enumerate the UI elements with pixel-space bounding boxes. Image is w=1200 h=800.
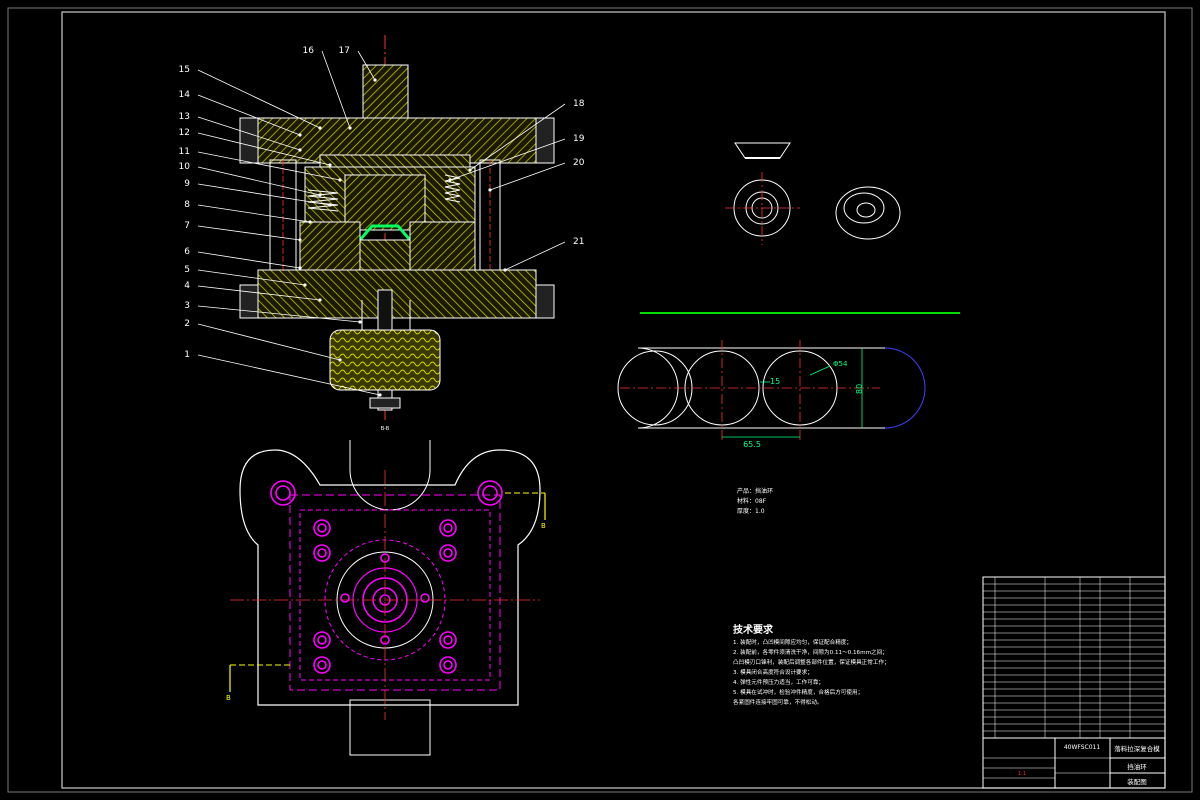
part-number-label: 8	[184, 200, 190, 210]
section-view-label: B-B	[381, 426, 390, 432]
tech-req-line: 3. 模具闭合高度符合设计要求；	[733, 668, 813, 676]
section-mark-top: B	[541, 522, 546, 530]
leader-line	[197, 225, 301, 241]
title-block: 40WFSC011 落料拉深复合模 挡油环 装配图 1:1	[982, 576, 1166, 789]
part-number-label: 19	[573, 134, 585, 144]
outer-frame	[7, 7, 1193, 793]
part-number-label: 10	[179, 162, 191, 172]
part-number-label: 6	[184, 247, 190, 257]
leader-dot	[328, 163, 332, 167]
part-number-label: 21	[573, 237, 584, 247]
tech-req-line: 5. 模具在试冲时，检验冲件精度，合格后方可使用；	[733, 688, 863, 696]
plan-view: B B	[226, 440, 546, 756]
part-number-label: 9	[184, 179, 190, 189]
leader-line	[197, 69, 321, 129]
leader-dot	[373, 78, 377, 82]
leader-dot	[328, 203, 332, 207]
leader-line	[197, 94, 301, 136]
leader-dot	[298, 238, 302, 242]
tech-req-line: 2. 装配前，各零件须清洗干净，间隙为0.11～0.16mm之间；	[733, 648, 888, 656]
leader-line	[197, 116, 301, 151]
leader-dot	[298, 266, 302, 270]
assembly-section-view: B-B	[239, 35, 555, 432]
part-number-label: 12	[179, 128, 190, 138]
strip-layout: 65.5 80 Φ54 15	[617, 312, 960, 449]
product-info-line: 厚度：1.0	[737, 507, 765, 515]
leader-dot	[488, 188, 492, 192]
part-name: 挡油环	[1127, 762, 1147, 771]
product-info: 产品：挡油环 材料：08F 厚度：1.0	[737, 487, 773, 515]
drawing-name: 落料拉深复合模	[1114, 744, 1160, 753]
leader-line	[197, 354, 381, 396]
dim-diameter: Φ54	[833, 360, 848, 368]
leader-line	[489, 162, 566, 191]
leader-dot	[468, 168, 472, 172]
dim-width: 80	[855, 384, 864, 394]
leader-line	[321, 50, 351, 129]
dim-pitch: 65.5	[743, 440, 761, 449]
inner-frame	[61, 11, 1166, 789]
leader-dot	[308, 220, 312, 224]
drawing-number: 40WFSC011	[1064, 744, 1101, 751]
leader-dot	[338, 178, 342, 182]
leader-line	[197, 166, 321, 196]
part-number-label: 17	[339, 46, 350, 56]
bill-of-materials	[983, 577, 1165, 738]
section-mark-bottom: B	[226, 694, 231, 702]
technical-requirements: 技术要求 1. 装配时，凸凹模间隙应均匀，保证配合精度； 2. 装配前，各零件须…	[733, 623, 890, 706]
leader-dot	[318, 126, 322, 130]
drawing-type: 装配图	[1127, 777, 1147, 786]
tech-req-line: 各紧固件连接牢固可靠，不得松动。	[733, 698, 823, 706]
leader-dot	[298, 133, 302, 137]
leader-line	[504, 241, 566, 271]
part-number-label: 7	[184, 221, 190, 231]
part-number-label: 4	[184, 281, 190, 291]
part-views	[725, 142, 901, 245]
dim-edge: 15	[770, 377, 780, 386]
part-number-label: 18	[573, 99, 585, 109]
leader-dot	[318, 193, 322, 197]
leader-line	[197, 251, 301, 269]
product-info-line: 产品：挡油环	[737, 487, 773, 495]
leader-dot	[378, 393, 382, 397]
leader-dot	[318, 298, 322, 302]
leader-line	[357, 50, 376, 81]
tech-req-line: 1. 装配时，凸凹模间隙应均匀，保证配合精度；	[733, 638, 852, 646]
leader-line	[197, 323, 341, 361]
leader-line	[449, 138, 566, 181]
leader-line	[197, 151, 341, 181]
part-number-label: 2	[184, 319, 190, 329]
scale-label: 1:1	[1018, 771, 1026, 777]
part-number-label: 11	[179, 147, 190, 157]
part-number-label: 5	[184, 265, 190, 275]
part-number-label: 3	[184, 301, 190, 311]
leader-dot	[348, 126, 352, 130]
leader-dot	[303, 283, 307, 287]
part-number-label: 15	[179, 65, 190, 75]
part-number-label: 13	[179, 112, 190, 122]
leader-dot	[298, 148, 302, 152]
product-info-line: 材料：08F	[737, 497, 767, 505]
leader-line	[197, 269, 306, 286]
leader-line	[197, 305, 361, 323]
leader-line	[197, 204, 311, 223]
leader-line	[469, 103, 566, 171]
part-number-label: 16	[303, 46, 315, 56]
part-number-label: 20	[573, 158, 585, 168]
leader-dot	[358, 320, 362, 324]
leader-dot	[338, 358, 342, 362]
tech-req-title: 技术要求	[733, 623, 774, 636]
part-number-label: 14	[179, 90, 191, 100]
tech-req-line: 4. 弹性元件预压力适当，工作可靠；	[733, 678, 824, 686]
leader-line	[197, 183, 331, 206]
leader-line	[197, 285, 321, 301]
leader-dot	[503, 268, 507, 272]
tech-req-line: 凸凹模刃口锋利，装配后调整各部件位置，保证模具正常工作；	[733, 658, 890, 666]
part-number-label: 1	[184, 350, 190, 360]
leader-line	[197, 132, 331, 166]
leader-dot	[448, 178, 452, 182]
